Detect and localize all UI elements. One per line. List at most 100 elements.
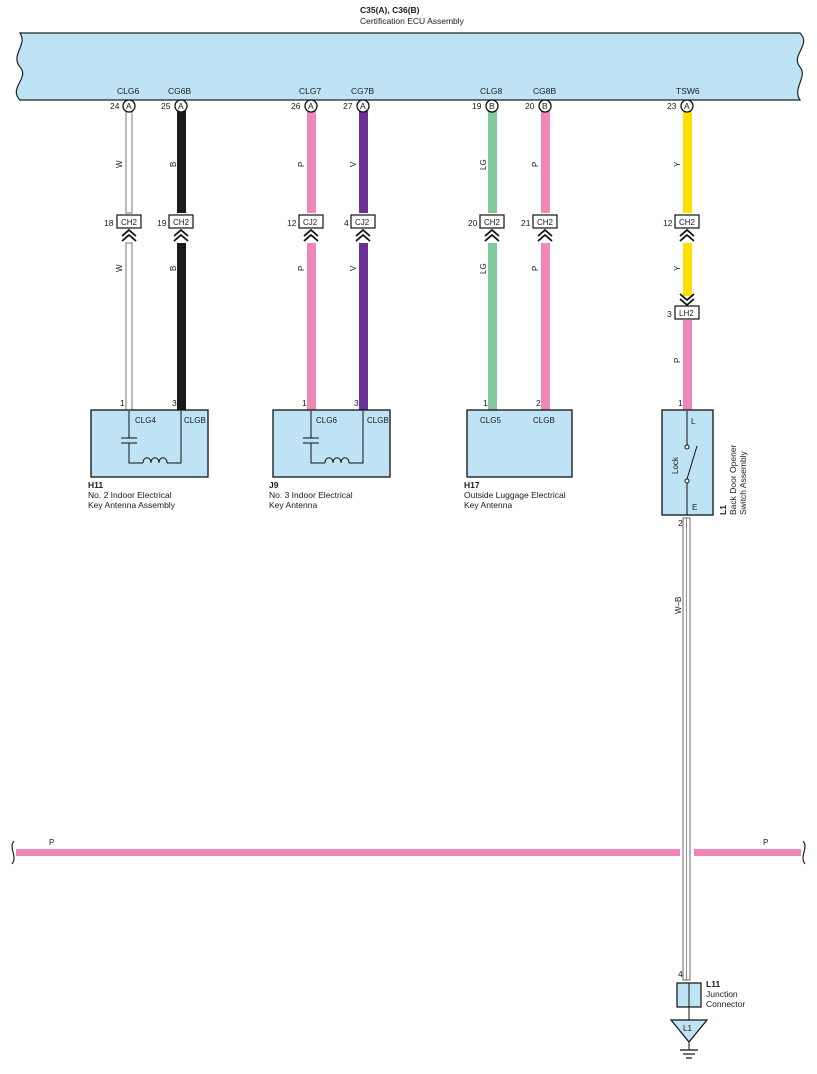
term-right: CLGB [367,416,389,425]
ecu-terminal-2: CG6B 25 A [161,86,191,113]
terminal-signal: CG6B [168,86,191,96]
antenna-coil-icon [121,411,182,464]
terminal-conn: A [684,101,690,111]
inline-connector-7: 12 CH2 [663,214,700,242]
wire-col5 [488,111,497,411]
bus-label-left: P [49,838,54,847]
component-pins: 1 3 1 3 1 2 1 [120,398,683,408]
inline-conn: LH2 [679,309,694,318]
terminal-pin: 26 [291,101,301,111]
component-h17: CLG5 CLGB H17 Outside Luggage Electrical… [464,409,573,510]
inline-conn: CJ2 [303,218,318,227]
terminal-pin: 24 [110,101,120,111]
switch-term-top: L [691,417,696,426]
inline-conn: CJ2 [355,218,370,227]
component-pin: 1 [120,398,125,408]
switch-code: L1 [718,505,728,515]
switch-l1: L E Lock L1 Back Door Opener Switch Asse… [661,409,748,528]
term-left: CLG6 [316,416,337,425]
wire-label-lower: W [115,264,124,272]
ecu-terminal-4: CG7B 27 A [343,86,374,113]
inline-connector-6: 21 CH2 [521,214,558,242]
terminal-conn: A [126,101,132,111]
component-desc1: No. 2 Indoor Electrical [88,490,172,500]
wire-col7 [683,111,692,411]
switch-term-bottom: E [692,503,697,512]
pink-bus: P P [11,838,806,865]
inline-conn: CH2 [484,218,501,227]
component-pin: 1 [483,398,488,408]
inline-conn: CH2 [679,218,696,227]
term-right: CLGB [184,416,206,425]
component-pin: 3 [172,398,177,408]
ecu-terminal-3: CLG7 26 A [291,86,321,113]
inline-connector-8: 3 LH2 [667,293,700,320]
inline-pin: 19 [157,218,167,228]
wire-label-lower: LG [479,263,488,274]
junction-l11: 4 L11 Junction Connector [676,969,745,1020]
wire-label-lower: P [531,266,540,271]
wire-wb [682,517,691,981]
inline-pin: 12 [663,218,673,228]
component-code: H17 [464,480,480,490]
wire-label-upper: B [169,162,178,167]
wire-label-upper: P [297,162,306,167]
inline-pin: 3 [667,309,672,319]
component-code: J9 [269,480,279,490]
inline-pin: 18 [104,218,114,228]
inline-connector-5: 20 CH2 [468,214,505,242]
terminal-pin: 25 [161,101,171,111]
terminal-signal: CG7B [351,86,374,96]
ecu-terminal-7: TSW6 23 A [667,86,700,113]
ecu-terminal-5: CLG8 19 B [472,86,502,113]
wire-col4 [359,111,368,411]
terminal-signal: CLG8 [480,86,502,96]
wire-label-upper: Y [673,161,682,167]
inline-conn: CH2 [173,218,190,227]
wire-labels: W W B B P P V V LG LG P P Y Y P W–B [115,159,683,614]
terminal-pin: 23 [667,101,677,111]
wire-label-lower: Y [673,265,682,271]
inline-connector-3: 12 CJ2 [287,214,324,242]
inline-connector-2: 19 CH2 [157,214,194,242]
terminal-conn: A [178,101,184,111]
terminal-pin: 27 [343,101,353,111]
component-desc2: Key Antenna [464,500,512,510]
ecu-terminal-1: CLG6 24 A [110,86,139,113]
wire-label-lower: P [297,266,306,271]
component-desc2: Key Antenna [269,500,317,510]
inline-conn: CH2 [537,218,554,227]
inline-connector-4: 4 CJ2 [344,214,376,242]
switch-label: Lock [671,456,680,474]
ecu-terminal-6: CG8B 20 B [525,86,556,113]
component-code: H11 [88,480,103,490]
terminal-signal: TSW6 [676,86,700,96]
switch-desc1: Back Door Opener [728,444,738,515]
junction-code: L11 [706,979,720,989]
ecu-name: Certification ECU Assembly [360,16,465,26]
switch-desc2: Switch Assembly [738,450,748,515]
junction-desc2: Connector [706,999,745,1009]
wire-col6 [541,111,550,411]
wire-label-upper: P [531,162,540,167]
terminal-conn: A [308,101,314,111]
component-pin: 3 [354,398,359,408]
bus-label-right: P [763,838,768,847]
terminal-signal: CLG6 [117,86,139,96]
inline-pin: 4 [344,218,349,228]
ground-icon: L1 [669,1019,709,1059]
junction-desc1: Junction [706,989,738,999]
wires [125,110,692,981]
component-desc2: Key Antenna Assembly [88,500,176,510]
terminal-conn: B [542,101,548,111]
wire-label-lower: V [349,265,358,271]
component-desc1: No. 3 Indoor Electrical [269,490,353,500]
wire-label-lower: B [169,266,178,271]
inline-pin: 21 [521,218,531,228]
ecu-code: C35(A), C36(B) [360,5,420,15]
component-j9: CLG6 CLGB J9 No. 3 Indoor Electrical Key… [269,409,391,510]
wire-col2 [177,111,186,411]
wire-label-wb: W–B [674,597,683,614]
term-left: CLG4 [135,416,156,425]
